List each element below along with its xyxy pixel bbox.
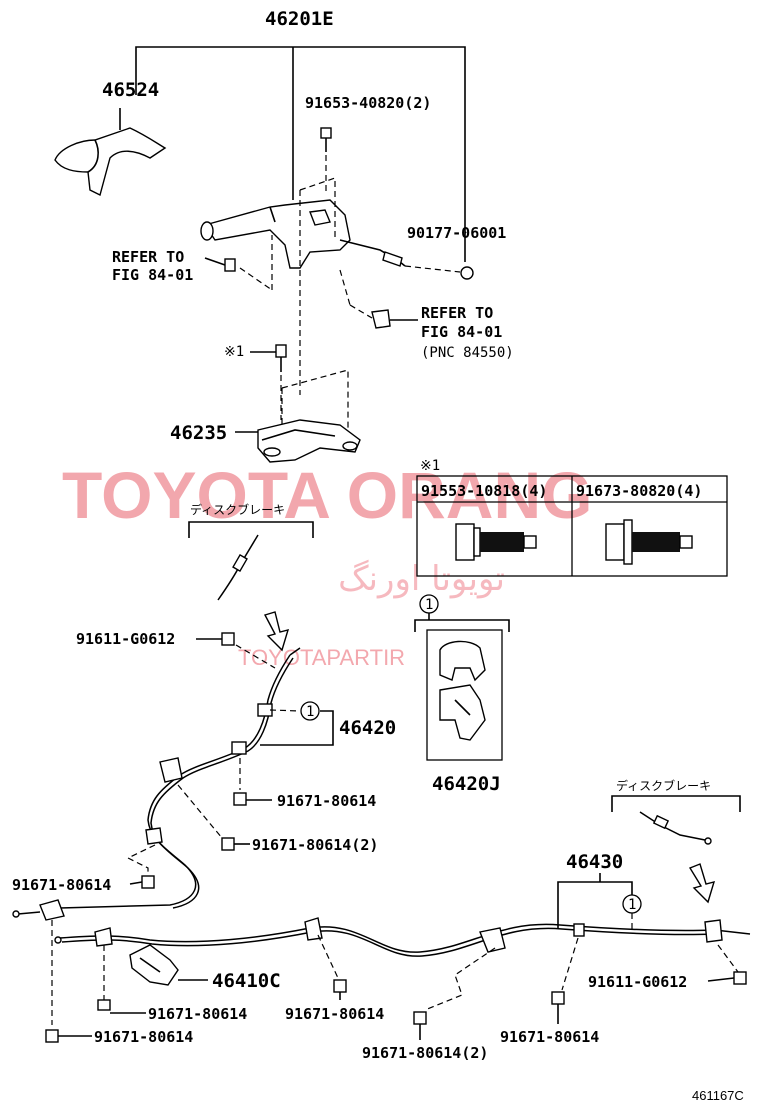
refer-2-line3: (PNC 84550)	[421, 345, 514, 361]
label-bolt-b: 91671-80614	[277, 792, 376, 810]
label-lever-assembly: 46201E	[265, 8, 334, 30]
cable-cover-part	[129, 944, 179, 986]
note-table-header-1: 91553-10818(4)	[421, 482, 547, 500]
svg-text:1: 1	[628, 897, 636, 913]
bolt-top-icon	[320, 127, 332, 195]
label-bolt-top: 91653-40820(2)	[305, 94, 431, 112]
parking-lever	[200, 199, 461, 273]
disc-brake-label-right: ディスクブレーキ	[616, 778, 711, 793]
note-mark-label: ※1	[224, 344, 244, 360]
bolt-g-icon	[317, 934, 347, 1000]
bolt-washer-icon	[605, 519, 693, 565]
bracket-part	[235, 419, 361, 463]
disc-brake-cable-left	[217, 534, 259, 601]
watermark-site: TOYOTAPARTIR	[238, 645, 405, 670]
label-front-cable: 46420	[339, 717, 396, 739]
note-bolt-icon	[250, 344, 287, 420]
bolt-i-icon	[551, 937, 579, 1024]
refer-1-line2: FIG 84-01	[112, 266, 193, 284]
note-table	[416, 475, 728, 577]
label-bolt-i: 91671-80614	[500, 1028, 599, 1046]
bolt-e-icon	[97, 945, 146, 1014]
front-cable	[12, 647, 301, 921]
note-table-header-2: 91673-80820(4)	[576, 482, 702, 500]
callout-circle-1-top: 1	[419, 594, 439, 620]
bolt-h-icon	[413, 947, 496, 1040]
label-bolt-a: 91611-G0612	[76, 630, 175, 648]
arrow-down-icon-right	[688, 863, 716, 904]
bolt-a-icon	[196, 632, 276, 669]
figure-code: 461167C	[692, 1088, 744, 1103]
rear-cable	[54, 917, 751, 957]
bolt-j-icon	[707, 944, 747, 985]
refer-2-line1: REFER TO	[421, 304, 493, 322]
bolt-c-icon	[177, 784, 250, 851]
callout-circle-1-rear: 1	[622, 894, 642, 930]
label-nut: 90177-06001	[407, 224, 506, 242]
refer-2-line2: FIG 84-01	[421, 323, 502, 341]
label-clamp: 46420J	[432, 773, 501, 795]
label-bolt-e: 91671-80614	[148, 1005, 247, 1023]
label-bolt-f: 91671-80614	[94, 1028, 193, 1046]
clamp-part	[426, 629, 503, 761]
label-bolt-d: 91671-80614	[12, 876, 111, 894]
label-bolt-h: 91671-80614(2)	[362, 1044, 488, 1062]
watermark-main: TOYOTA ORANG	[62, 458, 592, 532]
arrow-down-icon-left	[263, 611, 290, 652]
svg-text:1: 1	[425, 597, 433, 613]
cover-part	[54, 108, 167, 197]
bolt-flange-icon	[455, 523, 537, 561]
label-cover: 46524	[102, 79, 159, 101]
note-table-mark: ※1	[420, 458, 440, 474]
label-bolt-g: 91671-80614	[285, 1005, 384, 1023]
bolt-f-icon	[45, 920, 92, 1043]
bolt-b-icon	[233, 758, 272, 806]
disc-brake-label-left: ディスクブレーキ	[190, 502, 285, 517]
label-rear-cable: 46430	[566, 851, 623, 873]
label-bolt-c: 91671-80614(2)	[252, 836, 378, 854]
mounting-dash-frame	[281, 177, 349, 430]
bolt-refer-1-icon	[204, 235, 273, 291]
callout-circle-1-front: 1	[269, 701, 320, 721]
disc-brake-cable-right	[639, 811, 712, 845]
watermark-persian: تویوتا اورنگ	[338, 559, 505, 599]
label-bolt-j: 91611-G0612	[588, 973, 687, 991]
clip-refer-2-icon	[339, 269, 418, 329]
label-cable-cover: 46410C	[212, 970, 281, 992]
refer-1-line1: REFER TO	[112, 248, 184, 266]
svg-text:1: 1	[306, 704, 314, 720]
leader-46201E	[135, 46, 466, 262]
nut-icon	[460, 266, 474, 280]
label-bracket: 46235	[170, 422, 227, 444]
